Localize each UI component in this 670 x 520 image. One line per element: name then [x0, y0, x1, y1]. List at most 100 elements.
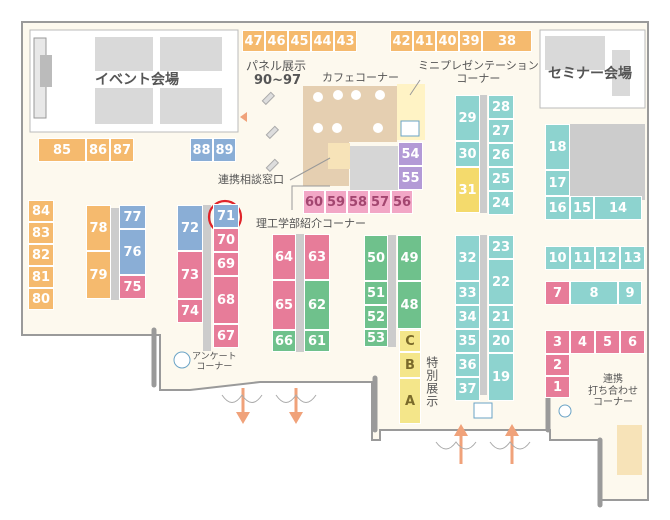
booth-37[interactable]: 37	[455, 377, 480, 401]
booth-80[interactable]: 80	[28, 288, 54, 310]
booth-10[interactable]: 10	[545, 246, 570, 270]
booth-77[interactable]: 77	[119, 205, 146, 229]
meeting-corner-label: 連携 打ち合わせ コーナー	[588, 374, 638, 408]
booth-19[interactable]: 19	[488, 353, 514, 401]
booth-85[interactable]: 85	[38, 138, 86, 162]
booth-70[interactable]: 70	[213, 228, 239, 252]
seminar-hall-label: セミナー会場	[548, 66, 632, 82]
cafe-counter	[328, 143, 350, 169]
booth-52[interactable]: 52	[364, 305, 388, 329]
booth-56[interactable]: 56	[391, 190, 413, 214]
booth-8[interactable]: 8	[570, 281, 618, 305]
booth-81[interactable]: 81	[28, 266, 54, 288]
booth-73[interactable]: 73	[177, 251, 203, 299]
booth-14[interactable]: 14	[594, 196, 642, 220]
booth-87[interactable]: 87	[110, 138, 134, 162]
booth-28[interactable]: 28	[488, 95, 514, 119]
booth-24[interactable]: 24	[488, 191, 514, 215]
booth-11[interactable]: 11	[570, 246, 595, 270]
booth-15[interactable]: 15	[570, 196, 594, 220]
booth-31[interactable]: 31	[455, 167, 480, 213]
booth-60[interactable]: 60	[303, 190, 325, 214]
booth-5[interactable]: 5	[595, 330, 620, 354]
booth-45[interactable]: 45	[288, 30, 311, 52]
booth-9[interactable]: 9	[618, 281, 642, 305]
booth-75[interactable]: 75	[119, 275, 146, 299]
booth-84[interactable]: 84	[28, 200, 54, 222]
booth-50[interactable]: 50	[364, 235, 388, 281]
booth-27[interactable]: 27	[488, 119, 514, 143]
booth-23[interactable]: 23	[488, 235, 514, 259]
booth-41[interactable]: 41	[413, 30, 436, 52]
booth-1[interactable]: 1	[545, 376, 570, 398]
booth-47[interactable]: 47	[242, 30, 265, 52]
booth-74[interactable]: 74	[177, 299, 203, 323]
booth-33[interactable]: 33	[455, 281, 480, 305]
booth-2[interactable]: 2	[545, 354, 570, 376]
booth-7[interactable]: 7	[545, 281, 570, 305]
booth-83[interactable]: 83	[28, 222, 54, 244]
booth-72[interactable]: 72	[177, 205, 203, 251]
booth-25[interactable]: 25	[488, 167, 514, 191]
booth-42[interactable]: 42	[390, 30, 413, 52]
booth-53[interactable]: 53	[364, 329, 388, 347]
booth-69[interactable]: 69	[213, 252, 239, 276]
booth-65[interactable]: 65	[272, 280, 296, 330]
booth-12[interactable]: 12	[595, 246, 620, 270]
booth-17[interactable]: 17	[545, 170, 570, 196]
booth-22[interactable]: 22	[488, 259, 514, 305]
booth-13[interactable]: 13	[620, 246, 645, 270]
booth-71[interactable]: 71	[213, 204, 239, 228]
mini-pres-label: ミニプレゼンテーション コーナー	[418, 59, 539, 85]
booth-61[interactable]: 61	[304, 330, 330, 352]
booth-36[interactable]: 36	[455, 353, 480, 377]
booth-66[interactable]: 66	[272, 330, 296, 352]
booth-38[interactable]: 38	[482, 30, 532, 52]
seminar-hall-seats	[545, 36, 630, 96]
booth-67[interactable]: 67	[213, 324, 239, 348]
booth-55[interactable]: 55	[398, 166, 423, 190]
booth-21[interactable]: 21	[488, 305, 514, 329]
booth-B[interactable]: B	[399, 352, 421, 378]
booth-34[interactable]: 34	[455, 305, 480, 329]
booth-35[interactable]: 35	[455, 329, 480, 353]
booth-43[interactable]: 43	[334, 30, 357, 52]
booth-76[interactable]: 76	[119, 229, 146, 275]
booth-51[interactable]: 51	[364, 281, 388, 305]
partner-desk-label: 連携相談窓口	[218, 173, 284, 186]
booth-58[interactable]: 58	[347, 190, 369, 214]
booth-40[interactable]: 40	[436, 30, 459, 52]
booth-63[interactable]: 63	[304, 234, 330, 280]
booth-59[interactable]: 59	[325, 190, 347, 214]
booth-48[interactable]: 48	[397, 281, 422, 329]
booth-57[interactable]: 57	[369, 190, 391, 214]
booth-20[interactable]: 20	[488, 329, 514, 353]
booth-C[interactable]: C	[399, 330, 421, 352]
panel-display-markers	[261, 91, 280, 173]
booth-68[interactable]: 68	[213, 276, 239, 324]
booth-54[interactable]: 54	[398, 142, 423, 166]
booth-44[interactable]: 44	[311, 30, 334, 52]
booth-39[interactable]: 39	[459, 30, 482, 52]
booth-A[interactable]: A	[399, 378, 421, 424]
booth-78[interactable]: 78	[86, 205, 111, 251]
doors	[221, 394, 531, 450]
booth-62[interactable]: 62	[304, 280, 330, 330]
booth-6[interactable]: 6	[620, 330, 645, 354]
booth-4[interactable]: 4	[570, 330, 595, 354]
booth-82[interactable]: 82	[28, 244, 54, 266]
booth-79[interactable]: 79	[86, 251, 111, 299]
booth-29[interactable]: 29	[455, 95, 480, 141]
booth-49[interactable]: 49	[397, 235, 422, 281]
booth-88[interactable]: 88	[190, 138, 213, 162]
booth-89[interactable]: 89	[213, 138, 236, 162]
booth-3[interactable]: 3	[545, 330, 570, 354]
booth-16[interactable]: 16	[545, 196, 570, 220]
booth-26[interactable]: 26	[488, 143, 514, 167]
booth-18[interactable]: 18	[545, 124, 570, 170]
booth-46[interactable]: 46	[265, 30, 288, 52]
booth-32[interactable]: 32	[455, 235, 480, 281]
booth-30[interactable]: 30	[455, 141, 480, 167]
booth-86[interactable]: 86	[86, 138, 110, 162]
booth-64[interactable]: 64	[272, 234, 296, 280]
